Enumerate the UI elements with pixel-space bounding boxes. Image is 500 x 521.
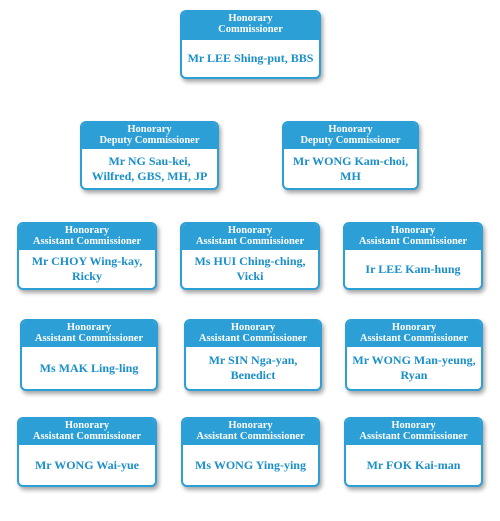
name-line-1: Ms HUI Ching-ching, xyxy=(194,254,306,268)
deputy-card: Honorary Deputy Commissioner Mr WONG Kam… xyxy=(282,121,419,190)
card-title: Honorary Deputy Commissioner xyxy=(82,123,217,149)
name-line-1: Ms WONG Ying-ying xyxy=(195,457,306,472)
card-name: Ms WONG Ying-ying xyxy=(183,445,318,485)
title-line-1: Honorary xyxy=(391,322,437,333)
card-title: Honorary Assistant Commissioner xyxy=(345,224,481,250)
assistant-card: Honorary Assistant Commissioner Ms HUI C… xyxy=(180,222,320,290)
card-title: Honorary Assistant Commissioner xyxy=(186,321,320,347)
title-line-1: Honorary xyxy=(391,420,436,431)
card-title: Honorary Assistant Commissioner xyxy=(182,224,318,250)
name-line-1: Mr LEE Shing-put, BBS xyxy=(187,51,314,65)
assistant-card: Honorary Assistant Commissioner Ir LEE K… xyxy=(343,222,483,290)
card-title: Honorary Assistant Commissioner xyxy=(183,419,318,445)
name-line-1: Mr WONG Kam-choi, xyxy=(292,153,409,168)
assistant-card: Honorary Assistant Commissioner Mr WONG … xyxy=(345,319,483,391)
card-name: Mr LEE Shing-put, BBS xyxy=(182,40,319,77)
title-line-2: Assistant Commissioner xyxy=(195,236,305,247)
title-line-2: Assistant Commissioner xyxy=(198,333,308,344)
title-line-2: Assistant Commissioner xyxy=(34,333,144,344)
name-line-2: Wilfred, GBS, MH, JP xyxy=(91,168,208,183)
title-line-1: Honorary xyxy=(228,13,273,24)
card-name: Mr WONG Kam-choi, MH xyxy=(284,149,417,188)
card-title: Honorary Assistant Commissioner xyxy=(19,419,155,445)
card-title: Honorary Assistant Commissioner xyxy=(347,321,481,347)
title-line-1: Honorary xyxy=(127,124,172,135)
title-line-2: Assistant Commissioner xyxy=(358,236,468,247)
title-line-1: Honorary xyxy=(64,225,110,236)
title-line-2: Deputy Commissioner xyxy=(99,135,200,146)
title-line-1: Honorary xyxy=(66,322,112,333)
name-line-2: Ricky xyxy=(71,269,102,283)
title-line-1: Honorary xyxy=(230,322,276,333)
card-name: Mr FOK Kai-man xyxy=(346,445,481,485)
name-line-1: Mr WONG Wai-yue xyxy=(34,457,139,472)
card-name: Ms HUI Ching-ching, Vicki xyxy=(182,250,318,288)
title-line-2: Assistant Commissioner xyxy=(359,333,469,344)
assistant-card: Honorary Assistant Commissioner Mr SIN N… xyxy=(184,319,322,391)
card-title: Honorary Assistant Commissioner xyxy=(22,321,156,347)
assistant-card: Honorary Assistant Commissioner Ms MAK L… xyxy=(20,319,158,391)
assistant-card: Honorary Assistant Commissioner Ms WONG … xyxy=(181,417,320,487)
card-name: Mr NG Sau-kei, Wilfred, GBS, MH, JP xyxy=(82,149,217,188)
assistant-card: Honorary Assistant Commissioner Mr FOK K… xyxy=(344,417,483,487)
card-name: Mr WONG Wai-yue xyxy=(19,445,155,485)
assistant-card: Honorary Assistant Commissioner Mr WONG … xyxy=(17,417,157,487)
card-name: Ir LEE Kam-hung xyxy=(345,250,481,288)
assistant-card: Honorary Assistant Commissioner Mr CHOY … xyxy=(17,222,157,290)
name-line-2: Vicki xyxy=(236,269,264,283)
card-name: Mr CHOY Wing-kay, Ricky xyxy=(19,250,155,288)
card-title: Honorary Deputy Commissioner xyxy=(284,123,417,149)
title-line-2: Assistant Commissioner xyxy=(32,431,142,442)
card-title: Honorary Assistant Commissioner xyxy=(19,224,155,250)
title-line-2: Assistant Commissioner xyxy=(359,431,468,442)
card-title: Honorary Commissioner xyxy=(182,12,319,40)
name-line-1: Mr WONG Man-yeung, xyxy=(352,353,476,367)
deputy-card: Honorary Deputy Commissioner Mr NG Sau-k… xyxy=(80,121,219,190)
name-line-1: Mr SIN Nga-yan, xyxy=(208,353,298,367)
card-name: Mr WONG Man-yeung, Ryan xyxy=(347,347,481,389)
name-line-1: Ms MAK Ling-ling xyxy=(39,360,139,375)
title-line-2: Assistant Commissioner xyxy=(196,431,305,442)
name-line-2: MH xyxy=(340,168,361,183)
title-line-1: Honorary xyxy=(328,124,373,135)
name-line-1: Mr CHOY Wing-kay, xyxy=(31,254,143,268)
title-line-2: Deputy Commissioner xyxy=(300,135,401,146)
card-name: Mr SIN Nga-yan, Benedict xyxy=(186,347,320,389)
card-title: Honorary Assistant Commissioner xyxy=(346,419,481,445)
name-line-1: Mr FOK Kai-man xyxy=(366,457,461,472)
name-line-2: Benedict xyxy=(230,368,276,382)
name-line-2: Ryan xyxy=(400,368,428,382)
card-name: Ms MAK Ling-ling xyxy=(22,347,156,389)
title-line-2: Commissioner xyxy=(218,24,283,35)
title-line-1: Honorary xyxy=(227,225,273,236)
name-line-1: Ir LEE Kam-hung xyxy=(365,261,461,276)
name-line-1: Mr NG Sau-kei, xyxy=(108,153,191,168)
title-line-2: Assistant Commissioner xyxy=(32,236,142,247)
title-line-1: Honorary xyxy=(64,420,110,431)
commissioner-card: Honorary Commissioner Mr LEE Shing-put, … xyxy=(180,10,321,79)
title-line-1: Honorary xyxy=(390,225,436,236)
title-line-1: Honorary xyxy=(228,420,273,431)
